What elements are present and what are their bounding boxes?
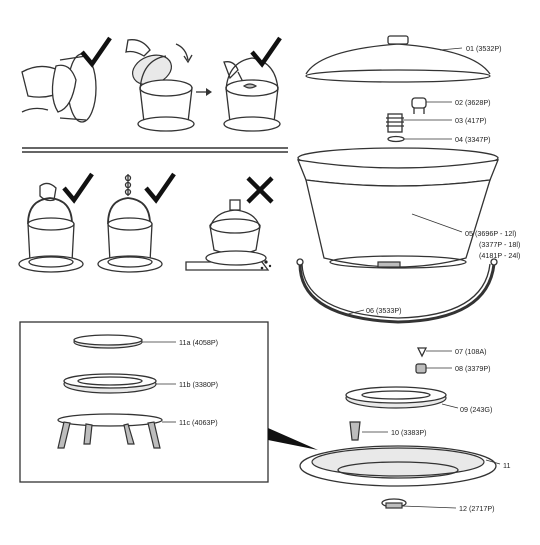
part-09-tray — [345, 386, 459, 409]
place-on-edge-wrong — [185, 199, 272, 271]
check-mark-2 — [250, 36, 282, 68]
label-part-05-24l: (4181P - 24l) — [479, 251, 520, 260]
callout-wedge — [268, 428, 318, 450]
hang-by-chain — [97, 174, 163, 273]
part-07-pin — [416, 347, 452, 358]
part-11-base — [299, 445, 501, 487]
label-part-02: 02 (3628P) — [455, 98, 491, 107]
part-11c-stand — [57, 413, 176, 449]
part-02-knob — [411, 97, 452, 114]
label-part-08: 08 (3379P) — [455, 364, 491, 373]
label-part-01: 01 (3532P) — [466, 44, 502, 53]
part-01-lid — [305, 35, 491, 83]
step-3-fill-water — [223, 57, 281, 132]
accessories-box — [19, 321, 269, 483]
part-11b-tray — [63, 373, 176, 394]
label-part-09: 09 (243G) — [460, 405, 492, 414]
cross-mark — [246, 176, 274, 204]
label-part-06: 06 (3533P) — [366, 306, 402, 315]
label-part-04: 04 (3347P) — [455, 135, 491, 144]
label-part-05: 05 (3696P - 12l) — [465, 229, 516, 238]
step-2-close-lid — [125, 39, 195, 132]
label-part-10: 10 (3383P) — [391, 428, 427, 437]
part-10-connector — [349, 421, 388, 441]
part-12-cap — [381, 498, 457, 509]
arrow-to-step-3 — [196, 88, 212, 96]
check-mark-4 — [144, 172, 176, 204]
part-03-valve — [386, 113, 452, 133]
label-part-12: 12 (2717P) — [459, 504, 495, 513]
label-part-11: 11 — [503, 461, 510, 470]
part-11a-tray — [73, 334, 176, 349]
part-05-reservoir — [296, 147, 500, 269]
part-08-plug — [415, 363, 452, 374]
label-part-11c: 11c (4063P) — [179, 418, 218, 427]
part-06-handle — [296, 258, 498, 324]
check-mark-1 — [80, 36, 112, 68]
label-part-11a: 11a (4058P) — [179, 338, 218, 347]
label-part-11b: 11b (3380P) — [179, 380, 218, 389]
label-part-05-18l: (3377P - 18l) — [479, 240, 520, 249]
carry-by-handle — [18, 182, 84, 273]
part-04-washer — [387, 135, 452, 143]
step-1-remove-base — [21, 53, 97, 123]
label-part-03: 03 (417P) — [455, 116, 487, 125]
check-mark-3 — [62, 172, 94, 204]
label-part-07: 07 (108A) — [455, 347, 487, 356]
